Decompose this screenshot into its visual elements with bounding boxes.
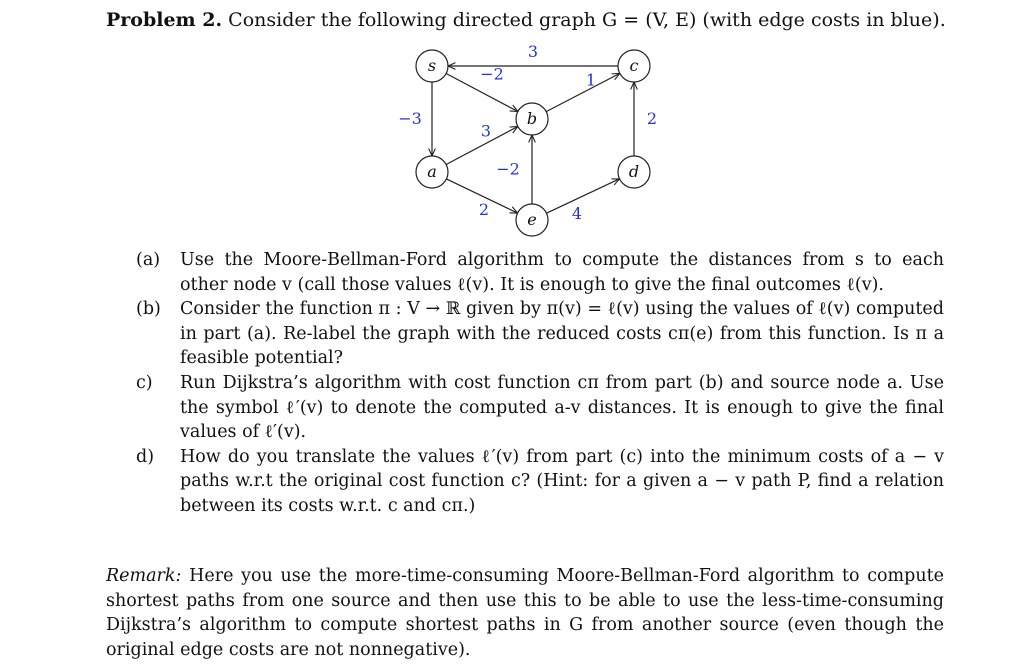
part-c: c) Run Dijkstra’s algorithm with cost fu…	[128, 371, 944, 445]
node-c	[617, 49, 651, 83]
remark-label: Remark:	[106, 566, 182, 586]
node-label-a: a	[427, 162, 437, 181]
part-d-label: d)	[136, 446, 155, 467]
node-label-e: e	[527, 210, 536, 229]
edge-b-c	[545, 73, 620, 113]
edge-s-b	[445, 72, 518, 111]
part-b-label: (b)	[136, 299, 161, 320]
edge-a-b	[445, 126, 518, 166]
part-a-text: Use the Moore-Bellman-Ford algorithm to …	[180, 250, 944, 295]
edge-cost-a-b: 3	[481, 122, 491, 141]
node-s	[415, 49, 449, 83]
part-d-text: How do you translate the values ℓ′(v) fr…	[180, 446, 944, 516]
part-c-text: Run Dijkstra’s algorithm with cost funct…	[180, 372, 944, 443]
edge-cost-e-b: −2	[496, 160, 520, 179]
edge-cost-c-s: 3	[528, 42, 538, 61]
problem-statement: Problem 2. Consider the following direct…	[106, 6, 1006, 34]
node-label-b: b	[527, 109, 537, 128]
edge-e-d	[546, 179, 619, 214]
node-label-s: s	[428, 56, 436, 75]
part-b-text: Consider the function π : V → ℝ given by…	[180, 299, 944, 369]
edge-cost-s-a: −3	[398, 109, 422, 128]
edge-cost-b-c: 1	[586, 71, 596, 90]
node-a	[415, 155, 449, 189]
problem-label: Problem 2.	[106, 9, 223, 31]
edge-cost-a-e: 2	[479, 200, 489, 219]
question-parts: (a) Use the Moore-Bellman-Ford algorithm…	[128, 248, 944, 519]
part-d: d) How do you translate the values ℓ′(v)…	[128, 445, 944, 519]
part-a: (a) Use the Moore-Bellman-Ford algorithm…	[128, 248, 944, 297]
edge-a-e	[446, 178, 517, 213]
node-label-d: d	[629, 162, 639, 181]
node-e	[515, 203, 549, 237]
part-b: (b) Consider the function π : V → ℝ give…	[128, 297, 944, 371]
problem-intro: Consider the following directed graph G …	[228, 9, 946, 31]
edge-cost-d-c: 2	[647, 109, 657, 128]
part-a-label: (a)	[136, 250, 161, 270]
remark-text: Here you use the more-time-consuming Moo…	[106, 566, 944, 660]
remark: Remark: Here you use the more-time-consu…	[106, 564, 944, 662]
directed-graph: 3 −3 −2 3 1 2 −2 2 4 s c b a d e	[398, 42, 657, 237]
part-c-label: c)	[136, 372, 153, 393]
edge-cost-e-d: 4	[572, 204, 582, 223]
node-b	[515, 102, 549, 136]
node-d	[617, 155, 651, 189]
edge-cost-s-b: −2	[480, 65, 504, 84]
node-label-c: c	[630, 56, 639, 75]
